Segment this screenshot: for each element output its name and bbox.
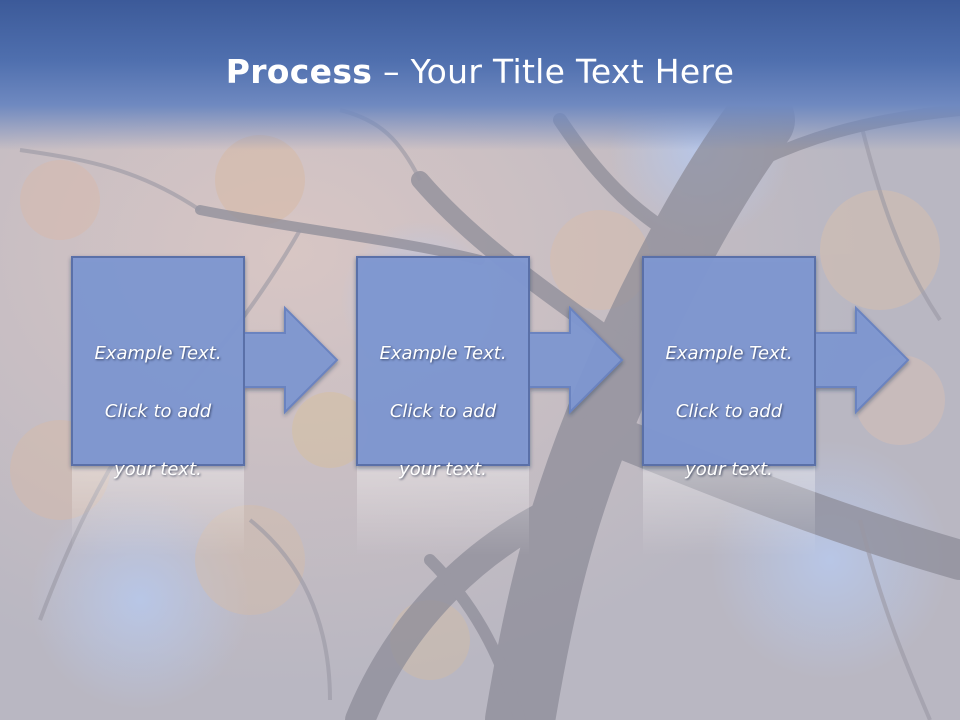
- title-rest-part: – Your Title Text Here: [372, 52, 735, 91]
- process-step-3[interactable]: [642, 256, 910, 466]
- step-2-line-2: Click to add: [389, 401, 497, 422]
- step-2-text[interactable]: Example Text. Click to add your text.: [357, 310, 529, 513]
- step-1-line-3: your text.: [114, 459, 202, 480]
- step-1-text[interactable]: Example Text. Click to add your text.: [72, 310, 244, 513]
- step-3-text[interactable]: Example Text. Click to add your text.: [643, 310, 815, 513]
- title-bold-part: Process: [225, 52, 373, 91]
- slide-title[interactable]: Process – Your Title Text Here: [0, 52, 960, 91]
- process-step-1[interactable]: [71, 256, 339, 466]
- step-2-box: [356, 256, 530, 466]
- step-1-line-1: Example Text.: [94, 343, 222, 364]
- step-3-box: [642, 256, 816, 466]
- title-band: [0, 0, 960, 150]
- step-2-arrow: [527, 305, 624, 415]
- step-1-box: [71, 256, 245, 466]
- step-3-line-2: Click to add: [675, 401, 783, 422]
- step-reflections: [72, 466, 815, 556]
- step-2-line-1: Example Text.: [379, 343, 507, 364]
- step-1-arrow: [242, 305, 339, 415]
- step-3-line-3: your text.: [685, 459, 773, 480]
- step-1-line-2: Click to add: [104, 401, 212, 422]
- process-step-2[interactable]: [356, 256, 624, 466]
- step-3-line-1: Example Text.: [665, 343, 793, 364]
- step-2-line-3: your text.: [399, 459, 487, 480]
- step-3-arrow: [813, 305, 910, 415]
